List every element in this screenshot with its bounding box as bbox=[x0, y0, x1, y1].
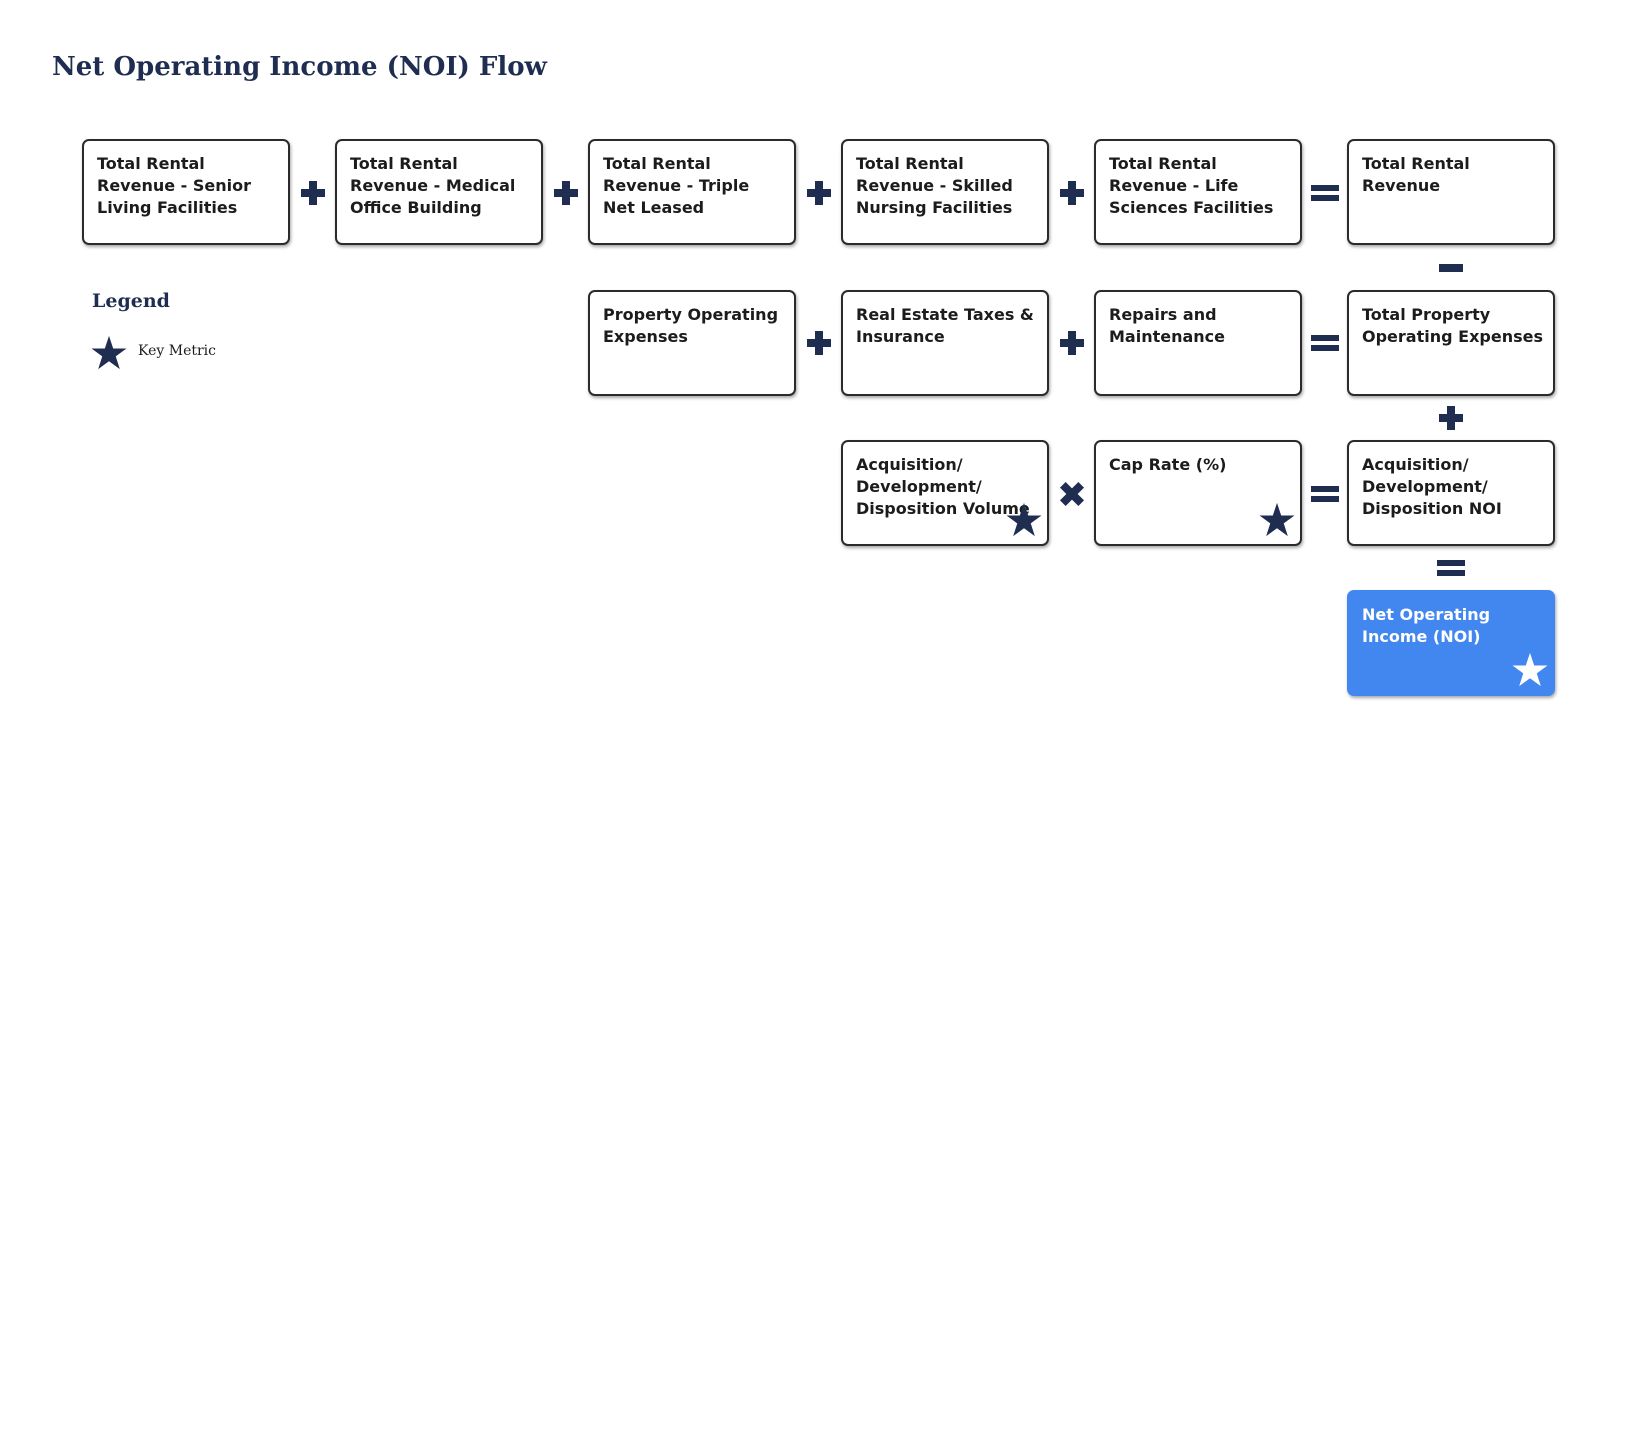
node-label: Repairs and Maintenance bbox=[1109, 305, 1226, 346]
node-total-rental-revenue[interactable]: Total Rental Revenue bbox=[1347, 139, 1555, 245]
node-acquisition-volume[interactable]: Acquisition/ Development/ Disposition Vo… bbox=[841, 440, 1049, 546]
times-icon bbox=[1059, 481, 1085, 507]
node-triple-net[interactable]: Total Rental Revenue - Triple Net Leased bbox=[588, 139, 796, 245]
node-label: Acquisition/ Development/ Disposition Vo… bbox=[856, 455, 1030, 518]
equals-icon bbox=[1437, 560, 1465, 576]
node-label: Property Operating Expenses bbox=[603, 305, 779, 346]
equals-icon bbox=[1311, 486, 1339, 502]
plus-icon bbox=[1060, 331, 1084, 355]
minus-icon bbox=[1439, 264, 1463, 272]
legend-item-label: Key Metric bbox=[138, 343, 216, 359]
node-label: Total Rental Revenue - Senior Living Fac… bbox=[97, 154, 251, 217]
node-label: Total Rental Revenue - Triple Net Leased bbox=[603, 154, 750, 217]
node-repairs-maintenance[interactable]: Repairs and Maintenance bbox=[1094, 290, 1302, 396]
equals-icon bbox=[1311, 335, 1339, 351]
legend-title: Legend bbox=[92, 290, 170, 312]
legend-star-icon bbox=[91, 335, 127, 370]
node-label: Real Estate Taxes & Insurance bbox=[856, 305, 1034, 346]
node-label: Total Rental Revenue - Skilled Nursing F… bbox=[856, 154, 1013, 217]
plus-icon bbox=[301, 181, 325, 205]
node-label: Total Rental Revenue - Life Sciences Fac… bbox=[1109, 154, 1274, 217]
node-label: Total Property Operating Expenses bbox=[1362, 305, 1543, 346]
equals-icon bbox=[1311, 185, 1339, 201]
plus-icon bbox=[807, 181, 831, 205]
node-cap-rate[interactable]: Cap Rate (%) bbox=[1094, 440, 1302, 546]
node-life-sciences[interactable]: Total Rental Revenue - Life Sciences Fac… bbox=[1094, 139, 1302, 245]
plus-icon bbox=[807, 331, 831, 355]
node-total-property-operating-expenses[interactable]: Total Property Operating Expenses bbox=[1347, 290, 1555, 396]
key-metric-star-icon bbox=[1006, 502, 1042, 537]
node-label: Net Operating Income (NOI) bbox=[1362, 605, 1491, 646]
key-metric-star-icon bbox=[1259, 502, 1295, 537]
node-real-estate-taxes[interactable]: Real Estate Taxes & Insurance bbox=[841, 290, 1049, 396]
plus-icon bbox=[1060, 181, 1084, 205]
node-acquisition-noi[interactable]: Acquisition/ Development/ Disposition NO… bbox=[1347, 440, 1555, 546]
node-label: Cap Rate (%) bbox=[1109, 455, 1227, 474]
plus-icon bbox=[1439, 406, 1463, 430]
node-medical-office[interactable]: Total Rental Revenue - Medical Office Bu… bbox=[335, 139, 543, 245]
key-metric-star-icon bbox=[1512, 652, 1548, 687]
node-property-operating-expenses[interactable]: Property Operating Expenses bbox=[588, 290, 796, 396]
node-senior-living[interactable]: Total Rental Revenue - Senior Living Fac… bbox=[82, 139, 290, 245]
node-skilled-nursing[interactable]: Total Rental Revenue - Skilled Nursing F… bbox=[841, 139, 1049, 245]
node-noi[interactable]: Net Operating Income (NOI) bbox=[1347, 590, 1555, 696]
node-label: Total Rental Revenue - Medical Office Bu… bbox=[350, 154, 516, 217]
plus-icon bbox=[554, 181, 578, 205]
node-label: Acquisition/ Development/ Disposition NO… bbox=[1362, 455, 1502, 518]
node-label: Total Rental Revenue bbox=[1362, 154, 1470, 195]
page-title: Net Operating Income (NOI) Flow bbox=[52, 52, 547, 82]
